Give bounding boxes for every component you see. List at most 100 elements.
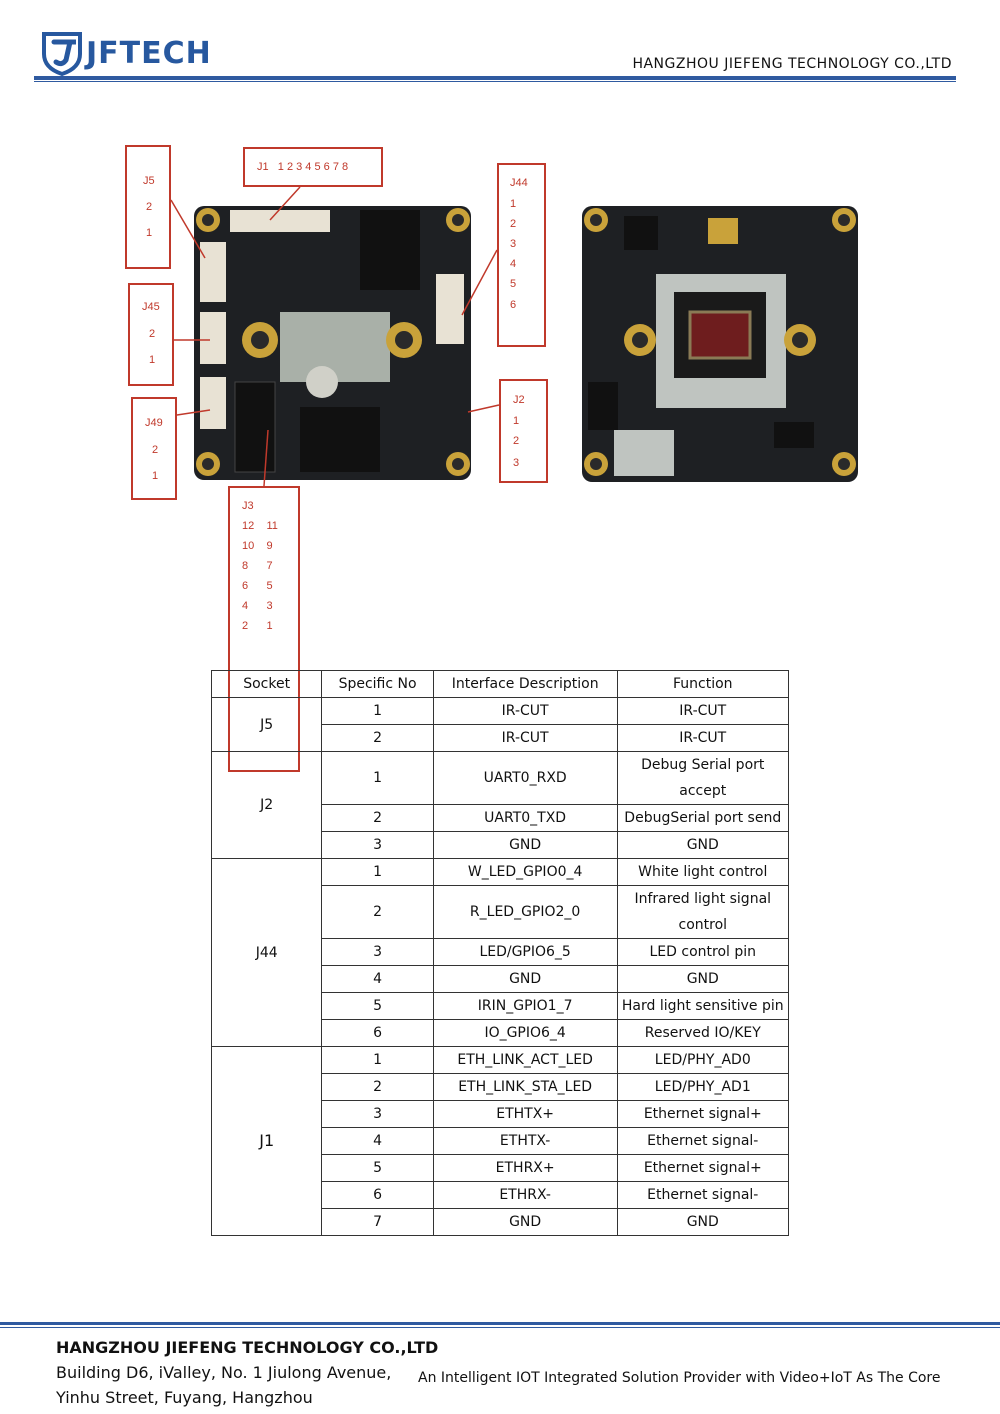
callout-j44-pin: 4 [510, 258, 517, 270]
callout-j44-pin: 6 [510, 299, 517, 311]
interface-cell: ETHRX+ [432, 1154, 618, 1182]
pin-number-cell: 6 [321, 1181, 434, 1209]
board-back-image [582, 206, 858, 482]
pin-number-cell: 5 [321, 992, 434, 1020]
pin-number-cell: 4 [321, 1127, 434, 1155]
table-row: 4 ETHTX- Ethernet signal- [212, 1127, 790, 1155]
pin-number-cell: 1 [321, 858, 434, 886]
pin-number-cell: 3 [321, 938, 434, 966]
pin-number-cell: 2 [321, 724, 434, 752]
callout-j45-title: J45 [142, 301, 160, 313]
table-row: 3 GND GND [212, 831, 790, 859]
page-header: JFTECH HANGZHOU JIEFENG TECHNOLOGY CO.,L… [0, 0, 1000, 90]
interface-cell: ETH_LINK_STA_LED [432, 1073, 618, 1101]
callout-j2-pin: 2 [513, 435, 520, 447]
interface-cell: IR-CUT [432, 724, 618, 752]
pin-number-cell: 3 [321, 831, 434, 859]
function-cell: LED/PHY_AD0 [616, 1046, 790, 1074]
callout-j44-pin: 3 [510, 238, 517, 250]
footer-company-name: HANGZHOU JIEFENG TECHNOLOGY CO.,LTD [56, 1338, 439, 1357]
table-row: 2 UART0_TXD DebugSerial port send [212, 804, 790, 832]
interface-cell: ETHRX- [432, 1181, 618, 1209]
function-cell: White light control [616, 858, 790, 886]
function-cell: IR-CUT [616, 697, 790, 725]
pin-definition-table: Socket Specific No Interface Description… [210, 670, 790, 1236]
interface-cell: R_LED_GPIO2_0 [432, 885, 618, 939]
table-row: J2 1 UART0_RXD Debug Serial port accept [210, 751, 790, 859]
interface-cell: ETHTX- [432, 1127, 618, 1155]
callout-j44: J44 1 2 3 4 5 6 [497, 163, 546, 347]
callout-j44-pin: 2 [510, 218, 517, 230]
callout-j3-pins: 2 1 [242, 620, 273, 632]
socket-cell: J44 [210, 858, 323, 1047]
interface-cell: UART0_RXD [432, 751, 618, 805]
pin-number-cell: 6 [321, 1019, 434, 1047]
header-company-name: HANGZHOU JIEFENG TECHNOLOGY CO.,LTD [632, 56, 952, 72]
interface-cell: LED/GPIO6_5 [432, 938, 618, 966]
table-header-row: Socket Specific No Interface Description… [210, 670, 790, 698]
function-cell: Hard light sensitive pin [616, 992, 790, 1020]
callout-j44-title: J44 [510, 177, 528, 189]
callout-j45: J45 2 1 [128, 283, 174, 386]
interface-cell: GND [432, 1208, 618, 1236]
callout-j3-pins: 12 11 [242, 520, 278, 532]
function-cell: Reserved IO/KEY [616, 1019, 790, 1047]
function-cell: Infrared light signal control [616, 885, 790, 939]
interface-cell: GND [432, 831, 618, 859]
logo-text: JFTECH [86, 35, 212, 71]
interface-cell: IRIN_GPIO1_7 [432, 992, 618, 1020]
table-row: J1 1 ETH_LINK_ACT_LED LED/PHY_AD0 [210, 1046, 790, 1236]
function-cell: GND [616, 831, 790, 859]
callout-j5-pin: 1 [146, 227, 153, 239]
callout-j44-pin: 1 [510, 198, 517, 210]
table-header-cell: Interface Description [432, 670, 618, 698]
table-header-cell: Function [616, 670, 790, 698]
callout-j5: J5 2 1 [125, 145, 171, 269]
interface-cell: ETHTX+ [432, 1100, 618, 1128]
function-cell: Debug Serial port accept [616, 751, 790, 805]
callout-j49: J49 2 1 [131, 397, 177, 500]
interface-cell: UART0_TXD [432, 804, 618, 832]
table-header-cell: Socket [210, 670, 323, 698]
footer-divider-thin [0, 1327, 1000, 1328]
pin-number-cell: 7 [321, 1208, 434, 1236]
interface-cell: GND [432, 965, 618, 993]
function-cell: IR-CUT [616, 724, 790, 752]
callout-j2: J2 1 2 3 [499, 379, 548, 483]
socket-cell: J2 [210, 751, 323, 859]
interface-cell: IR-CUT [432, 697, 618, 725]
callout-j2-title: J2 [513, 394, 525, 406]
function-cell: GND [616, 965, 790, 993]
socket-cell: J5 [210, 697, 323, 752]
function-cell: LED control pin [616, 938, 790, 966]
interface-cell: ETH_LINK_ACT_LED [432, 1046, 618, 1074]
footer-slogan: An Intelligent IOT Integrated Solution P… [418, 1370, 941, 1386]
pin-number-cell: 1 [321, 751, 434, 805]
callout-j44-pin: 5 [510, 278, 517, 290]
pin-number-cell: 4 [321, 965, 434, 993]
callout-j3-pins: 4 3 [242, 600, 273, 612]
company-logo: JFTECH [40, 28, 212, 78]
callout-j1-title: J1 1 2 3 4 5 6 7 8 [257, 161, 349, 173]
function-cell: Ethernet signal+ [616, 1100, 790, 1128]
callout-leader-lines [170, 186, 500, 487]
function-cell: LED/PHY_AD1 [616, 1073, 790, 1101]
pin-number-cell: 5 [321, 1154, 434, 1182]
callout-j2-pin: 3 [513, 457, 520, 469]
shield-logo-icon [42, 32, 82, 76]
function-cell: Ethernet signal- [616, 1127, 790, 1155]
table-header-cell: Specific No [321, 670, 434, 698]
callout-j49-pin: 1 [152, 470, 159, 482]
table-row: 7 GND GND [212, 1208, 790, 1236]
footer-divider [0, 1322, 1000, 1325]
callout-j45-pin: 1 [149, 354, 156, 366]
table-row: 5 IRIN_GPIO1_7 Hard light sensitive pin [212, 992, 790, 1020]
pin-number-cell: 2 [321, 1073, 434, 1101]
header-divider [34, 76, 956, 80]
board-diagrams: J5 2 1 J1 1 2 3 4 5 6 7 8 J44 1 2 3 4 5 … [0, 130, 1000, 772]
board-front-image [194, 206, 471, 480]
callout-j3-pins: 8 7 [242, 560, 273, 572]
pin-number-cell: 2 [321, 804, 434, 832]
callout-j3-title: J3 [242, 500, 254, 512]
table-row: J44 1 W_LED_GPIO0_4 White light control [210, 858, 790, 1047]
